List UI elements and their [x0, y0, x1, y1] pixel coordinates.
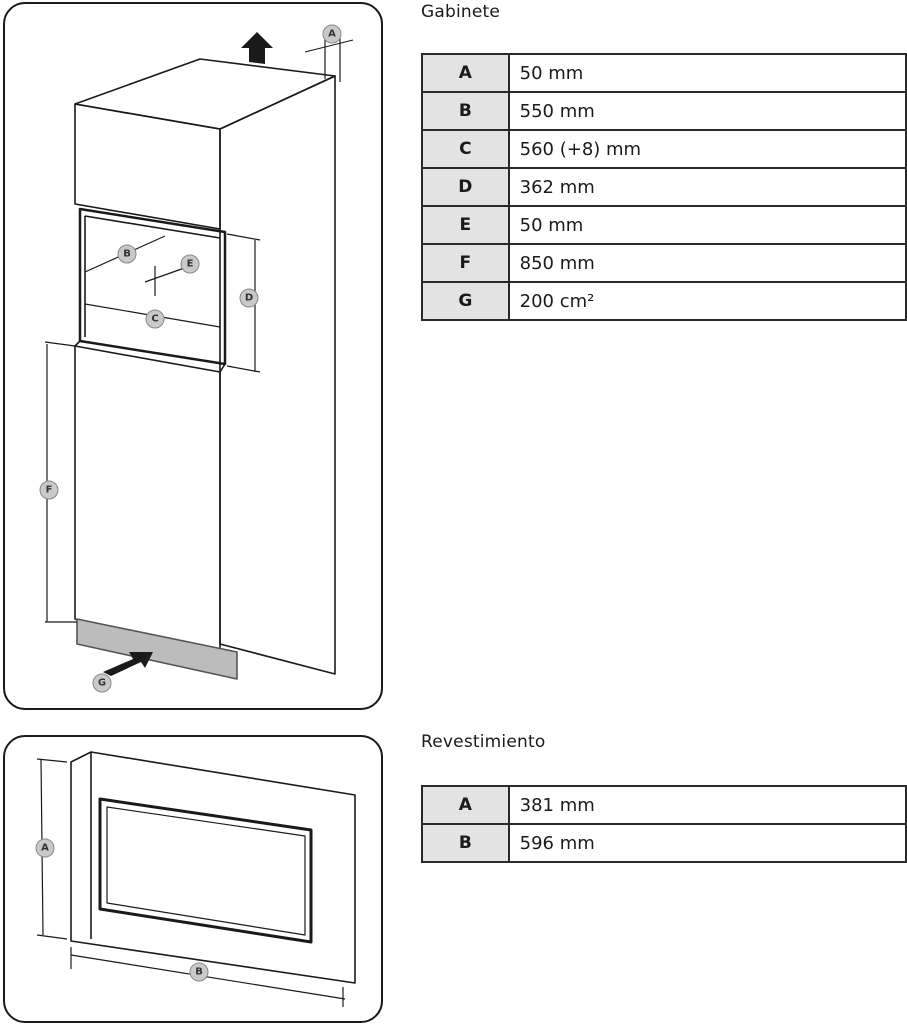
- svg-text:A: A: [328, 29, 336, 40]
- cabinet-diagram: A B E C D F G: [39, 24, 354, 693]
- dimension-key: B: [421, 91, 510, 131]
- dimension-key: G: [421, 281, 510, 321]
- air-out-arrow: [241, 32, 273, 64]
- air-in-arrow: [103, 652, 153, 676]
- dimension-key: B: [421, 823, 510, 863]
- dimension-value: 850 mm: [507, 243, 907, 283]
- trim-frame-outer: [70, 751, 356, 984]
- cabinet-upper-front: [74, 103, 221, 230]
- marker-g: G: [92, 673, 112, 693]
- dimension-key: F: [421, 243, 510, 283]
- dimension-key: E: [421, 205, 510, 245]
- cabinet-lower-front: [74, 345, 221, 653]
- dimension-value: 362 mm: [507, 167, 907, 207]
- cabinet-opening: [78, 207, 227, 366]
- marker-c: C: [145, 309, 165, 329]
- svg-text:B: B: [123, 249, 131, 260]
- dimension-key: C: [421, 129, 510, 169]
- marker-d: D: [239, 288, 259, 308]
- svg-text:G: G: [98, 678, 106, 689]
- dimension-value: 200 cm²: [507, 281, 907, 321]
- revestimiento-title: Revestimiento: [421, 732, 546, 752]
- svg-text:A: A: [41, 843, 49, 854]
- dimension-value: 596 mm: [507, 823, 907, 863]
- trim-marker-b: B: [189, 962, 209, 982]
- dimension-value: 560 (+8) mm: [507, 129, 907, 169]
- dimension-value: 50 mm: [507, 53, 907, 93]
- svg-text:D: D: [245, 293, 253, 304]
- marker-b: B: [117, 244, 137, 264]
- dimension-key: D: [421, 167, 510, 207]
- dimension-value: 50 mm: [507, 205, 907, 245]
- gabinete-title: Gabinete: [421, 2, 501, 22]
- cabinet-diagram-panel: A B E C D F G: [3, 2, 383, 710]
- dimension-value: 381 mm: [507, 785, 907, 825]
- svg-text:F: F: [46, 485, 53, 496]
- svg-text:B: B: [195, 967, 203, 978]
- trim-window-inner: [106, 806, 306, 936]
- marker-a: A: [322, 24, 342, 44]
- marker-e: E: [180, 254, 200, 274]
- trim-diagram-panel: A B: [3, 735, 383, 1023]
- trim-window-outer: [98, 797, 313, 944]
- cabinet-right-side: [219, 75, 336, 675]
- marker-f: F: [39, 480, 59, 500]
- trim-diagram: A B: [35, 751, 356, 1007]
- cabinet-plinth: [76, 618, 238, 680]
- trim-marker-a: A: [35, 838, 55, 858]
- svg-text:E: E: [187, 259, 194, 270]
- dimension-value: 550 mm: [507, 91, 907, 131]
- dimension-key: A: [421, 53, 510, 93]
- svg-text:C: C: [151, 314, 158, 325]
- dimension-key: A: [421, 785, 510, 825]
